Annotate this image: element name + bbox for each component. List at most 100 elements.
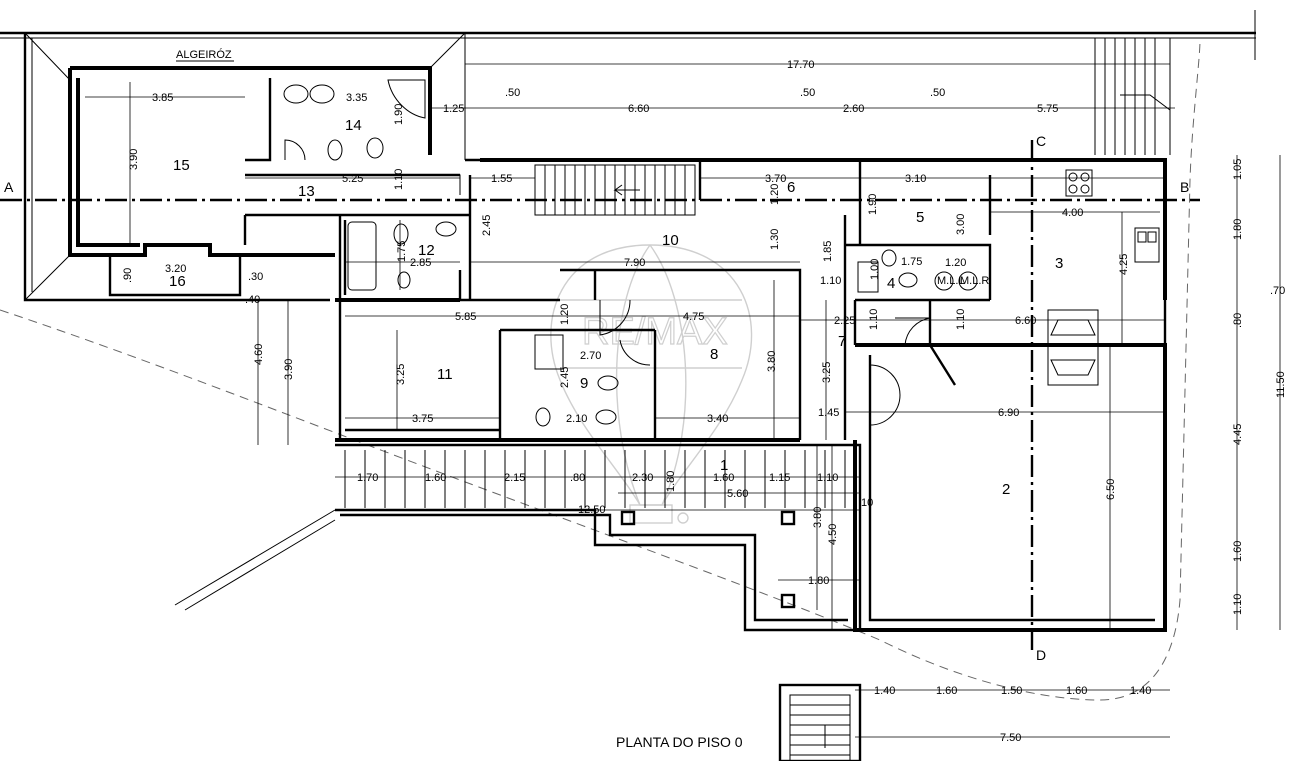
dim-label: 5.85 (455, 311, 476, 323)
dryer-icon (958, 271, 978, 291)
room-4: 4 (887, 275, 895, 292)
room-10: 10 (662, 232, 679, 249)
stairs-room-10 (534, 164, 696, 216)
dim-label: 3.20 (165, 263, 186, 275)
dim-label: 3.35 (346, 92, 367, 104)
dim-label: 4.00 (1062, 207, 1083, 219)
dim-label: 3.10 (905, 173, 926, 185)
dim-label: 1.40 (874, 685, 895, 697)
dim-label: 1.10 (817, 472, 838, 484)
room-15: 15 (173, 157, 190, 174)
dim-label: 1.20 (769, 184, 781, 205)
bathtub-icon (347, 221, 377, 291)
washbasin-icon (435, 221, 457, 237)
stairs-top-right (1094, 38, 1171, 155)
room-7: 7 (838, 333, 846, 350)
dim-label: 3.75 (412, 413, 433, 425)
dimension-labels: 17.70 1.25 .50 6.60 .50 2.60 .50 5.75 3.… (122, 59, 1287, 744)
washbasin-icon (898, 272, 918, 288)
dim-label: 1.10 (955, 309, 967, 330)
dim-label: 1.70 (357, 472, 378, 484)
dim-label: 7.90 (624, 257, 645, 269)
washing-machine-icon (934, 271, 954, 291)
dim-label: 6.60 (1015, 315, 1036, 327)
dim-label: 1.80 (808, 575, 829, 587)
dim-label: 5.25 (342, 173, 363, 185)
dim-label: 1.80 (1232, 219, 1244, 240)
shower-icon (387, 79, 426, 119)
dim-label: 1.90 (867, 194, 879, 215)
dim-label: .50 (930, 87, 945, 99)
dim-label: 3.80 (766, 351, 778, 372)
section-marker-d: D (1036, 647, 1046, 663)
dimension-lines (85, 63, 1281, 738)
dim-label: .80 (1232, 313, 1244, 328)
dim-label: 1.60 (713, 472, 734, 484)
room-12: 12 (418, 242, 435, 259)
dim-label: 4.60 (253, 344, 265, 365)
room-16: 16 (169, 273, 186, 290)
dim-label: 2.70 (580, 350, 601, 362)
dim-label: 3.90 (128, 149, 140, 170)
dim-label: 3.40 (707, 413, 728, 425)
dim-label: .90 (122, 268, 134, 283)
dim-label: 1.25 (443, 103, 464, 115)
dim-label: 3.00 (955, 214, 967, 235)
dim-label: 7.50 (1000, 732, 1021, 744)
section-marker-b: B (1180, 179, 1189, 195)
dim-label: 1.10 (1232, 594, 1244, 615)
dim-label: 4.45 (1232, 424, 1244, 445)
dim-label: .80 (570, 472, 585, 484)
kitchen-island-icon (1047, 309, 1099, 386)
dim-label: 3.70 (765, 173, 786, 185)
washing-machine-label: M.L.L (937, 275, 965, 287)
dim-label: 3.85 (152, 92, 173, 104)
dim-label: .50 (800, 87, 815, 99)
dim-label: 2.85 (410, 257, 431, 269)
dim-label: 2.45 (481, 215, 493, 236)
dim-label: 1.15 (769, 472, 790, 484)
section-marker-a: A (4, 179, 14, 195)
dim-label: 1.60 (1232, 541, 1244, 562)
dim-label: .40 (245, 294, 260, 306)
dim-label: 1.40 (1130, 685, 1151, 697)
fixtures (283, 79, 1160, 427)
dryer-label: M.L.R (960, 275, 989, 287)
toilet-icon (881, 249, 897, 267)
dim-label: 1.00 (869, 259, 881, 280)
dim-label: 2.60 (843, 103, 864, 115)
dim-label: .10 (858, 497, 873, 509)
toilet-icon (393, 223, 409, 245)
dim-label: 1.90 (393, 104, 405, 125)
dim-label: 6.90 (998, 407, 1019, 419)
dim-label: 1.20 (559, 304, 571, 325)
dim-label: 3.25 (821, 362, 833, 383)
dim-label: 1.30 (769, 229, 781, 250)
bidet-icon (397, 271, 411, 289)
dim-label: 1.60 (425, 472, 446, 484)
dim-label: 1.20 (945, 257, 966, 269)
washbasin-icon (283, 84, 309, 104)
room-11: 11 (437, 366, 453, 383)
dim-label: 1.60 (1066, 685, 1087, 697)
dim-label: 2.25 (834, 315, 855, 327)
room-5: 5 (916, 209, 924, 226)
bidet-icon (595, 409, 617, 425)
dim-label: 1.75 (901, 256, 922, 268)
shower-icon (534, 334, 564, 370)
toilet-icon (366, 137, 384, 159)
dim-label: 1.10 (393, 169, 405, 190)
dim-label: 1.80 (665, 471, 677, 492)
dim-label: 2.30 (632, 472, 653, 484)
dim-label: 11.50 (1275, 371, 1287, 398)
dim-label: .70 (1270, 285, 1285, 297)
dim-label: 2.10 (566, 413, 587, 425)
site-boundary (0, 39, 1201, 701)
room-6: 6 (787, 179, 795, 196)
dim-label: 6.60 (628, 103, 649, 115)
drawing-title: PLANTA DO PISO 0 (616, 734, 743, 750)
room-3: 3 (1055, 255, 1063, 272)
dim-label: 1.45 (818, 407, 839, 419)
dim-label: .30 (248, 271, 263, 283)
